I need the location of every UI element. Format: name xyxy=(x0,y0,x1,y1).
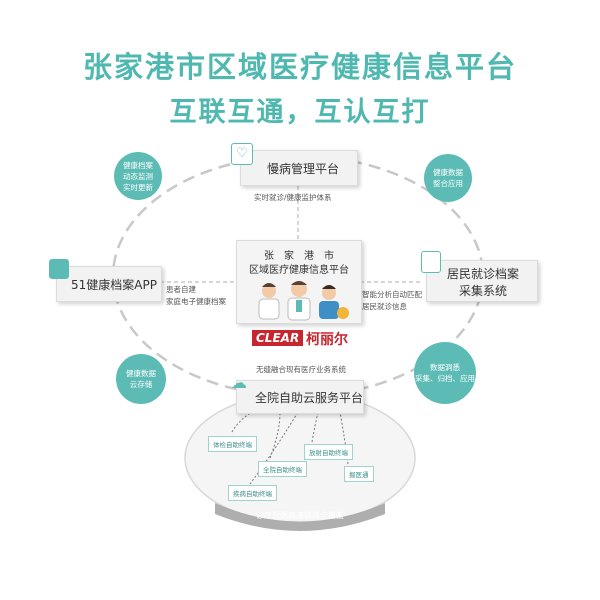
center-platform-box: 张 家 港 市 区域医疗健康信息平台 xyxy=(236,240,362,324)
chronic-platform-label: 慢病管理平台 xyxy=(267,162,340,176)
bubble-bottom-left: 健康数据云存储 xyxy=(116,354,166,404)
records-label-2: 采集系统 xyxy=(459,284,508,298)
app-box[interactable]: 51健康档案APP xyxy=(49,259,162,302)
chronic-caption: 实时就诊/健康监护体系 xyxy=(254,193,332,202)
records-label-1: 居民就诊档案 xyxy=(447,267,520,281)
records-caption-2: 居民就诊信息 xyxy=(362,302,407,311)
cloud-caption: 无缝融合现有医疗业务系统 xyxy=(256,365,346,374)
footer-text: 诊疗数据高速链路全覆盖 xyxy=(256,511,344,520)
arrow-3 xyxy=(249,411,299,485)
clipboard-icon xyxy=(421,251,441,273)
brand-name: 柯丽尔 xyxy=(306,332,348,348)
terminal-tag[interactable]: 全院自助终端 xyxy=(258,461,307,477)
terminal-tag[interactable]: 疾病自助终端 xyxy=(228,485,277,501)
brand-logo: CLEAR xyxy=(252,330,304,346)
bubble-top-right: 健康数据整合应用 xyxy=(424,154,472,202)
cloud-platform-box[interactable]: ☁ 全院自助云服务平台 xyxy=(231,373,364,414)
footer-band xyxy=(215,503,385,531)
app-caption-1: 患者自建 xyxy=(166,285,196,294)
doctor-figure xyxy=(319,285,339,319)
app-label: 51健康档案APP xyxy=(71,278,157,292)
main-subtitle: 互联互通，互认互打 xyxy=(169,97,431,128)
records-caption-1: 智能分析自动匹配 xyxy=(362,290,422,299)
bubble-top-left: 健康档案动态监测实时更新 xyxy=(114,152,162,200)
doctors-illustration xyxy=(258,281,349,321)
heart-icon: ♡ xyxy=(231,143,253,165)
cloud-platform-label: 全院自助云服务平台 xyxy=(255,391,364,405)
cloud-icon: ☁ xyxy=(231,373,247,392)
main-title: 张家港市区域医疗健康信息平台 xyxy=(82,50,517,84)
center-line-2: 区域医疗健康信息平台 xyxy=(249,265,349,276)
terminal-tag[interactable]: 体检自助终端 xyxy=(208,436,257,452)
arrow-1 xyxy=(231,409,257,433)
records-box[interactable]: 居民就诊档案 采集系统 xyxy=(421,251,538,302)
arrow-4 xyxy=(311,411,319,443)
bubble-bottom-right: 数据洞悉采集、归档、应用 xyxy=(414,342,476,404)
app-icon xyxy=(49,259,69,279)
app-caption-2: 家庭电子健康档案 xyxy=(166,297,226,306)
doctor-figure xyxy=(258,283,280,320)
doctor-figure xyxy=(287,281,311,321)
center-line-1: 张 家 港 市 xyxy=(264,251,334,262)
terminal-tag[interactable]: 掘医通 xyxy=(344,466,374,482)
terminal-tag[interactable]: 放射自助终端 xyxy=(304,444,353,460)
chronic-platform-box[interactable]: ♡ 慢病管理平台 xyxy=(231,143,358,186)
clock-icon xyxy=(337,307,349,319)
